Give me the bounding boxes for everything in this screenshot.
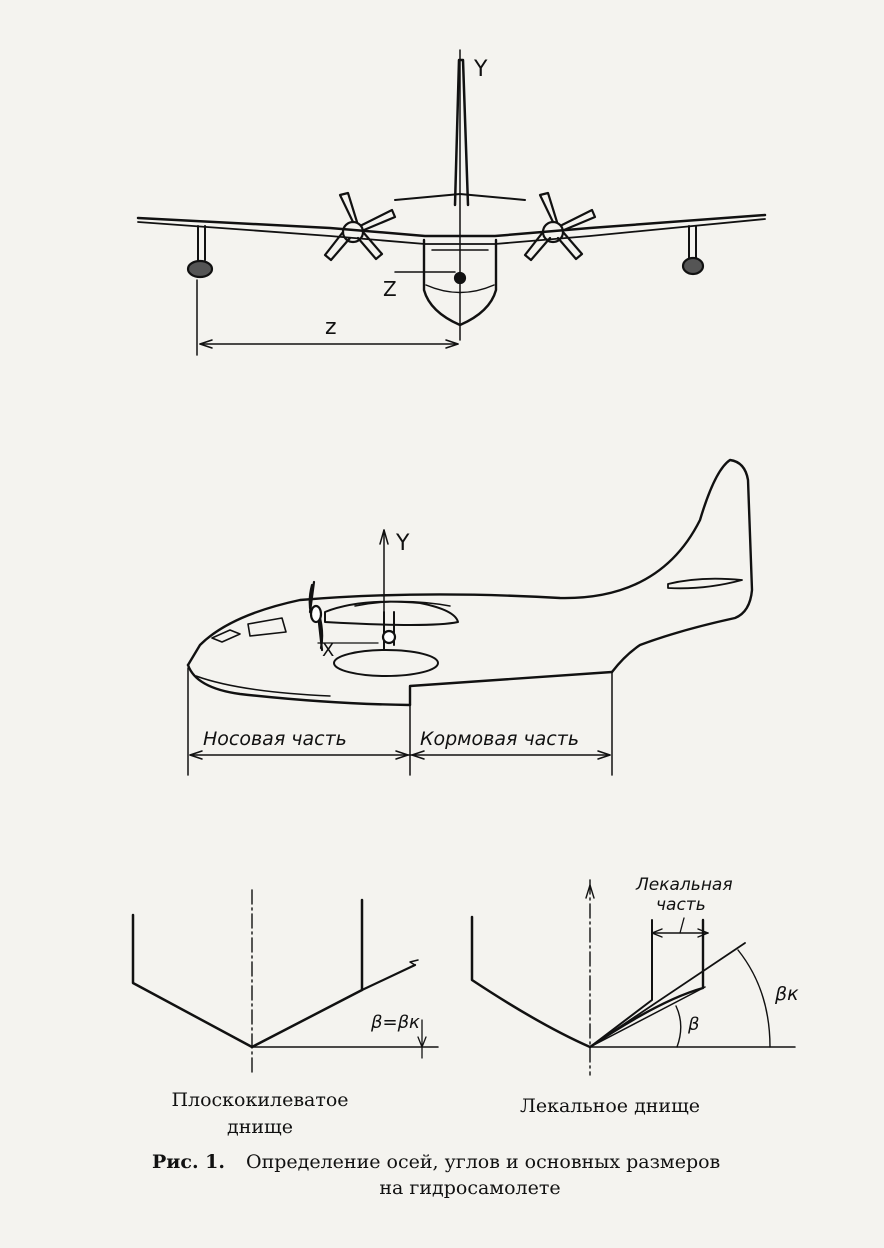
beta-k-line [589, 942, 746, 1048]
figure-caption-line2: на гидросамолете [379, 1177, 560, 1199]
wing-upper-edge [136, 213, 767, 238]
figure-caption-line1: Определение осей, углов и основных разме… [246, 1151, 720, 1173]
curved-hull-left [470, 915, 592, 1049]
front-dimension-z-label: z [325, 315, 337, 340]
bow-label: Носовая часть [203, 728, 347, 750]
beta-line [589, 986, 706, 1048]
side-cg-marker [381, 629, 397, 645]
side-float [333, 649, 439, 677]
flat-keel-caption-line1: Плоскокилеватое [171, 1089, 348, 1111]
figure-caption-prefix: Рис. 1. [152, 1151, 225, 1173]
side-view [186, 458, 754, 776]
flat-keel-formula: β=βк [370, 1012, 420, 1033]
wing-lower-edge [137, 218, 766, 245]
right-propeller [523, 191, 597, 262]
curved-caption: Лекальное днище [520, 1095, 700, 1117]
stern-label: Кормовая часть [420, 728, 579, 750]
beta-label: β [687, 1014, 700, 1035]
side-propeller [308, 580, 324, 652]
curved-part-label-line1: Лекальная [635, 875, 733, 895]
side-axis-x-label: X [322, 640, 334, 661]
beta-arc [675, 1005, 682, 1048]
flat-keel-hull-outline [131, 898, 364, 1049]
fuselage-upper-outline [186, 458, 754, 674]
left-float [186, 225, 214, 279]
vertical-fin [453, 58, 470, 207]
beta-k-label: βк [774, 983, 799, 1005]
hull-front [422, 238, 498, 327]
left-propeller [323, 191, 397, 262]
right-float [681, 225, 705, 276]
horizontal-stabilizer [394, 193, 526, 201]
tail-stabilizer [667, 577, 743, 590]
flat-keel-section [131, 889, 439, 1076]
curved-bottom-section [470, 879, 796, 1076]
curved-part-label-line2: часть [656, 895, 706, 915]
front-axis-z-label: Z [383, 277, 397, 301]
center-of-gravity-marker [453, 271, 467, 285]
bow-bottom [186, 663, 412, 707]
beta-k-arc [737, 949, 771, 1048]
front-view [136, 49, 767, 356]
front-axis-y-label: Y [473, 57, 488, 82]
engine-nacelle [324, 600, 459, 626]
curved-hull-chine-left [589, 919, 653, 1048]
side-axis-y-label: Y [395, 531, 410, 556]
stern-bottom [408, 670, 614, 707]
flat-keel-caption-line2: днище [227, 1116, 293, 1138]
